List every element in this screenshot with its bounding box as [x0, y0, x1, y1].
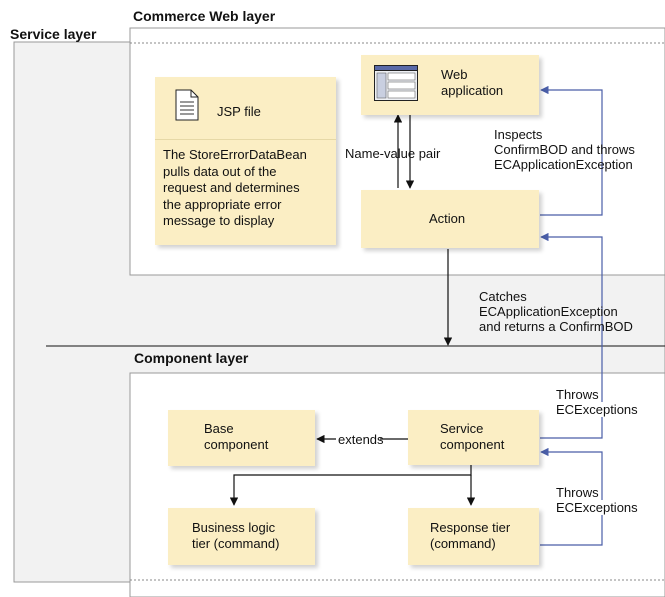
service-to-action-feedback-arrow: [540, 232, 603, 439]
service-component-box: Service component: [408, 410, 539, 465]
inspects-label-line3: ECApplicationException: [494, 157, 633, 172]
service-component-line2: component: [440, 437, 505, 452]
jsp-divider: [155, 139, 336, 140]
name-value-pair-label: Name-value pair: [345, 146, 441, 161]
response-tier-line2: (command): [430, 536, 496, 551]
document-icon: [175, 89, 199, 121]
action-label: Action: [429, 211, 466, 226]
web-application-line1: Web: [441, 67, 468, 82]
component-layer-title: Component layer: [134, 350, 249, 366]
service-component-line1: Service: [440, 421, 484, 436]
base-component-line1: Base: [204, 421, 234, 436]
throws-label-2-line1: Throws: [556, 485, 599, 500]
jsp-description: The StoreErrorDataBean pulls data out of…: [163, 147, 307, 228]
business-logic-line1: Business logic: [192, 520, 276, 535]
extends-label: extends: [338, 432, 384, 447]
throws-label-2-line2: ECExceptions: [556, 500, 638, 515]
browser-window-icon: [374, 65, 418, 101]
base-component-box: Base component: [168, 410, 315, 466]
catches-label-line1: Catches: [479, 289, 527, 304]
action-box: Action: [361, 190, 539, 248]
web-application-line2: application: [441, 83, 504, 98]
response-to-service-feedback-arrow: [540, 447, 603, 546]
catches-label-line2: ECApplicationException: [479, 304, 618, 319]
throws-label-1-line2: ECExceptions: [556, 402, 638, 417]
business-logic-box: Business logic tier (command): [168, 508, 315, 565]
business-logic-line2: tier (command): [192, 536, 280, 551]
response-tier-line1: Response tier: [430, 520, 511, 535]
inspects-label-line1: Inspects: [494, 127, 543, 142]
inspects-label-line2: ConfirmBOD and throws: [494, 142, 635, 157]
service-to-business-logic-arrow: [229, 465, 472, 506]
jsp-file-title: JSP file: [217, 104, 261, 119]
catches-label-line3: and returns a ConfirmBOD: [479, 319, 633, 334]
commerce-web-layer-title: Commerce Web layer: [133, 9, 279, 24]
jsp-file-box: JSP file The StoreErrorDataBean pulls da…: [155, 77, 336, 245]
throws-label-1-line1: Throws: [556, 387, 599, 402]
base-component-line2: component: [204, 437, 269, 452]
response-tier-box: Response tier (command): [408, 508, 539, 565]
action-to-webapp-feedback-arrow: [540, 85, 603, 216]
service-layer-title: Service layer: [10, 26, 97, 42]
web-application-box: Web application: [361, 55, 539, 115]
